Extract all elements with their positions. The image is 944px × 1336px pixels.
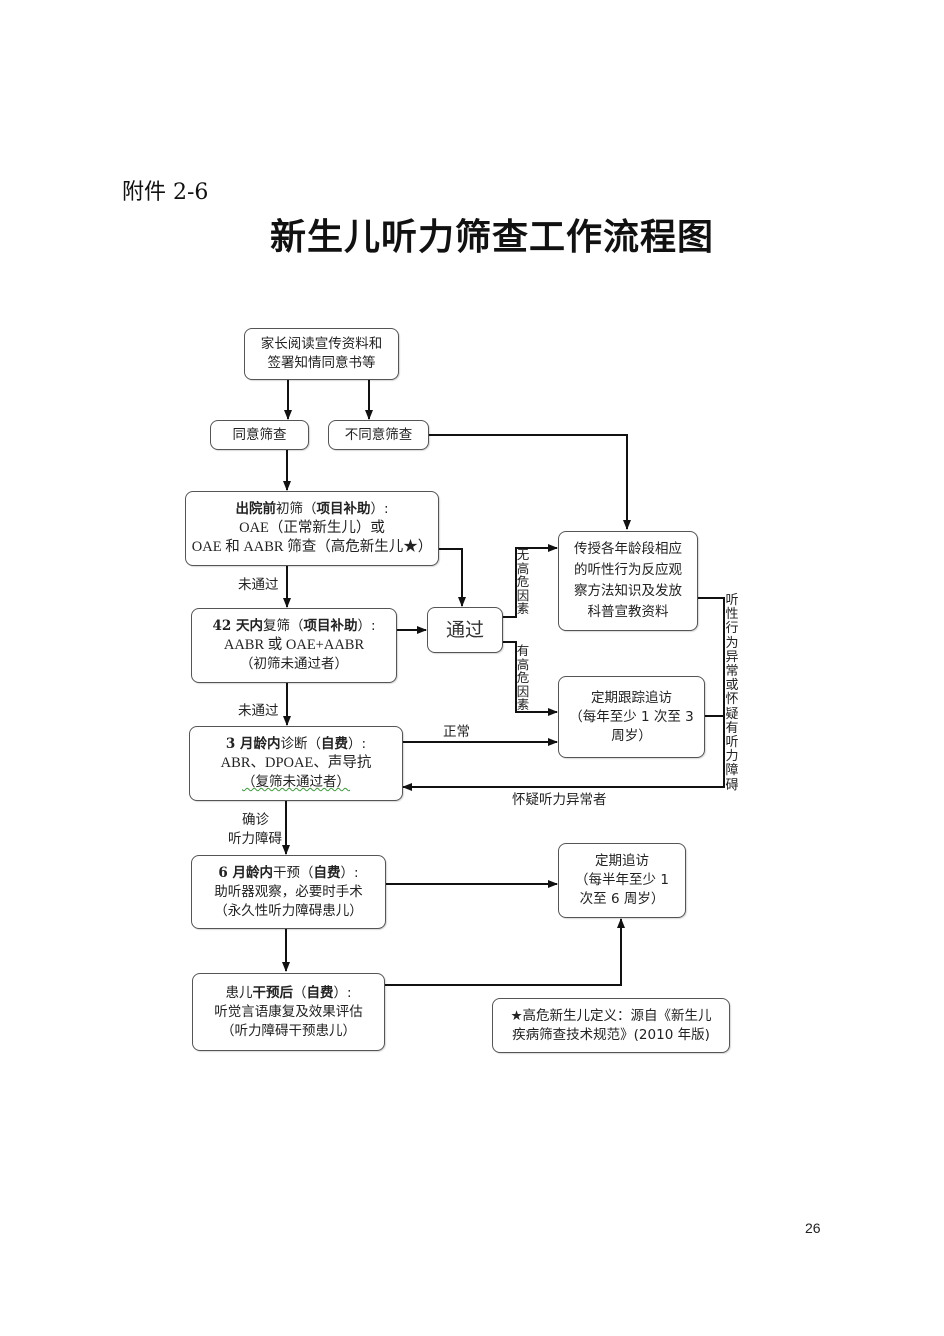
- edge-pass-followup: [503, 641, 558, 716]
- edge-initial-pass: [438, 548, 466, 607]
- node-education-materials: 传授各年龄段相应 的听性行为反应观 察方法知识及发放 科普宣教资料: [558, 531, 698, 631]
- node-pass: 通过: [427, 607, 503, 653]
- node-intervention: 6 月龄内干预（自费）: 助听器观察，必要时手术 （永久性听力障碍患儿）: [191, 855, 386, 929]
- edge-disagree-education: [428, 434, 631, 530]
- footnote-high-risk-definition: ★高危新生儿定义：源自《新生儿 疾病筛查技术规范》(2010 年版): [492, 998, 730, 1053]
- page-title: 新生儿听力筛查工作流程图: [270, 216, 715, 258]
- edge-pass-education: [503, 544, 558, 618]
- node-followup-6-years: 定期追访 （每半年至少 1 次至 6 周岁）: [558, 843, 686, 918]
- page-number: 26: [805, 1220, 821, 1236]
- node-initial-screening: 出院前初筛（项目补助）: OAE（正常新生儿）或 OAE 和 AABR 筛查（高…: [185, 491, 439, 566]
- node-rescreen: 42 天内复筛（项目补助）: AABR 或 OAE+AABR （初筛未通过者）: [191, 608, 397, 683]
- label-behavior-abnormal: 听性行为异常或怀疑有听力障碍: [725, 593, 739, 793]
- label-not-passed-rescreen: 未通过: [238, 703, 279, 719]
- label-hearing-impairment: 听力障碍: [228, 831, 282, 847]
- node-parents-read-consent: 家长阅读宣传资料和 签署知情同意书等: [244, 328, 399, 380]
- label-has-high-risk: 有高危因素: [516, 643, 530, 712]
- node-agree-screening: 同意筛查: [210, 420, 309, 450]
- node-diagnosis: 3 月龄内诊断（自费）: ABR、DPOAE、声导抗 （复筛未通过者）: [189, 726, 403, 801]
- label-no-high-risk: 无高危因素: [516, 547, 530, 616]
- attachment-label: 附件 2-6: [122, 180, 209, 205]
- label-confirmed: 确诊: [242, 812, 269, 828]
- label-suspected-abnormal: 怀疑听力异常者: [512, 792, 607, 808]
- edge-post-followup6: [385, 918, 625, 986]
- node-followup-3-years: 定期跟踪追访 （每年至少 1 次至 3 周岁）: [558, 676, 705, 758]
- node-disagree-screening: 不同意筛查: [328, 420, 429, 450]
- label-not-passed-initial: 未通过: [238, 577, 279, 593]
- edge-education-diagnosis: [402, 597, 725, 791]
- label-normal: 正常: [443, 724, 470, 740]
- node-post-intervention: 患儿干预后（自费）: 听觉言语康复及效果评估 （听力障碍干预患儿）: [192, 973, 385, 1051]
